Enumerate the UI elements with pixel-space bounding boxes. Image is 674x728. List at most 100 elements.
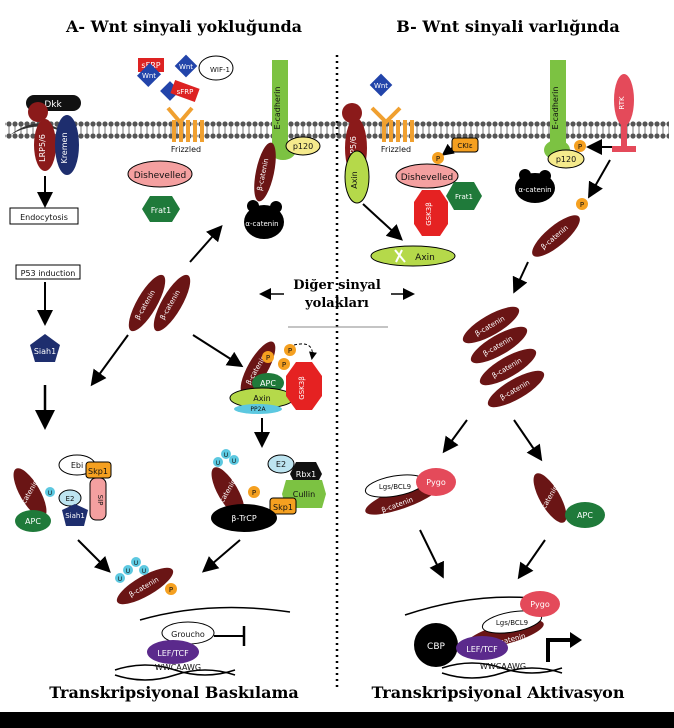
beta-catenin-membrane-left [254,142,276,202]
leftcf-label-left: LEF/TCF [157,649,189,658]
frizzled-label-left: Frizzled [171,145,201,154]
wnt-label-1: Wnt [142,72,156,80]
u-siah: U [48,490,52,497]
kremen-label: Kremen [60,132,69,163]
ecadherin-left [272,60,288,150]
p-dvl: P [436,155,440,163]
axin-label-right-2: Axin [415,253,435,263]
ecadherin-label-right: E-cadherin [551,87,560,130]
axin-label-dc: Axin [253,394,271,403]
u-ub-3: U [134,560,138,567]
p-rtk: P [580,201,584,209]
frat1-left [142,196,180,222]
endocytosis-label: Endocytosis [20,213,68,222]
siah1-complex: β-catenin Ebi Skp1 SIP E2 Siah1 APC U [13,454,112,532]
p-dc-2: P [282,361,286,369]
p-dc-1: P [266,354,270,362]
u-scf-2: U [224,452,228,459]
cbp-label: CBP [427,642,445,652]
sfrp-label-2: sFRP [177,88,194,96]
p53-label: P53 induction [21,269,76,278]
destruction-complex: β-catenin APC Axin GSK3β PP2A P P P [229,341,322,414]
u-scf-1: U [216,460,220,467]
skp1-label-siah: Skp1 [88,467,108,476]
frizzled-left: Frizzled [166,106,204,154]
wnt-label-right: Wnt [374,82,388,90]
dkk-complex: Dkk LRP5/6 Kremen [10,95,81,175]
leftcf-label-right: LEF/TCF [466,645,498,654]
alpha-catenin-label-right: α-catenin [518,186,551,194]
sip-label: SIP [96,495,104,506]
repression-complex: Groucho LEF/TCF WWCAAWG [114,606,291,681]
lrp56-label-left: LRP5/6 [38,134,47,162]
u-ub-4: U [142,568,146,575]
p120-label-right: p120 [556,155,576,164]
p120-left [285,136,321,156]
rtk-receptor: RTK [612,74,636,152]
u-scf-3: U [232,458,236,465]
pygo-lgs-complex: β-catenin Lgs/BCL9 Pygo [364,468,456,515]
beta-catenin-released [532,215,580,257]
rbx1-label: Rbx1 [296,470,316,479]
siah1-label-complex: Siah1 [65,512,85,520]
dishevelled-label-right: Dishevelled [401,173,453,183]
dna-label-right: WWCAAWG [480,662,526,671]
bottom-bar [0,712,674,728]
groucho-label: Groucho [171,630,205,639]
alpha-catenin-left [244,205,284,239]
cell-membrane [5,120,669,140]
other-pathways-line2: yolakları [304,296,369,311]
dna-label-left: WWCAAWG [155,663,201,672]
wnt-label-2: Wnt [179,63,193,71]
title-bottom-right: Transkripsiyonal Aktivasyon [372,683,625,702]
e2-label-siah: E2 [66,495,75,503]
gsk3b-label-right: GSK3β [425,202,433,225]
wif-label: WIF-1 [210,66,230,74]
btrcp-label: β-TrCP [231,514,257,523]
dishevelled-complex-right: Dishevelled GSK3β Frat1 CKIε P [395,137,482,236]
free-beta-catenin-left: β-catenin β-catenin [128,274,191,332]
frizzled-label-right: Frizzled [381,145,411,154]
sfrp-wnt-cluster: sFRP Wnt Wnt WIF-1 sFRP [136,54,234,103]
p-scf: P [252,489,256,497]
apc-label-dc: APC [260,379,276,388]
ebi-label: Ebi [71,461,83,470]
accumulated-beta-catenin: β-catenin β-catenin β-catenin β-catenin [462,306,545,408]
p-p120: P [578,143,582,151]
dkk-label: Dkk [44,100,62,110]
pygo-label-2: Pygo [530,600,550,609]
p53-box [15,264,81,280]
ck1e-label: CKIε [457,142,473,150]
pygo-label-1: Pygo [426,478,446,487]
title-right: B- Wnt sinyali varlığında [396,17,619,36]
axin-degraded [370,245,456,267]
ecadherin-label-left: E-cadherin [273,87,282,130]
p-ub: P [169,586,173,594]
u-ub-2: U [126,568,130,575]
pp2a-label: PP2A [250,406,266,413]
rtk-label: RTK [618,96,626,110]
e2-label-scf: E2 [276,460,286,469]
ubiquitinated-beta-catenin: β-catenin U U U U P [115,557,177,605]
frat1-label-left: Frat1 [151,206,171,215]
u-ub-1: U [118,576,122,583]
lgs-label-1: Lgs/BCL9 [379,483,411,491]
scf-btrcp-complex: β-catenin U U U E2 Rbx1 Cullin Skp1 β-Tr… [211,449,326,532]
dishevelled-label-left: Dishevelled [134,171,186,181]
lgs-label-2: Lgs/BCL9 [496,619,528,627]
p120-label-left: p120 [293,142,313,151]
activation-complex: CBP β-catenin Lgs/BCL9 Pygo LEF/TCF WWCA… [404,591,582,679]
alpha-catenin-label-left: α-catenin [245,220,278,228]
other-pathways-line1: Diğer sinyal [293,278,381,293]
wnt-receptor-right: Wnt LRP5/6 Axin Frizzled [342,73,414,204]
frat1-label-right: Frat1 [455,193,473,201]
dishevelled-left [127,160,193,188]
ecadherin-right [550,60,566,150]
gsk3b-label-dc: GSK3β [298,376,306,399]
siah1-label: Siah1 [34,347,56,356]
cullin-label: Cullin [293,490,315,499]
apc-label-right: APC [577,511,593,520]
apc-label-siah: APC [25,517,41,526]
